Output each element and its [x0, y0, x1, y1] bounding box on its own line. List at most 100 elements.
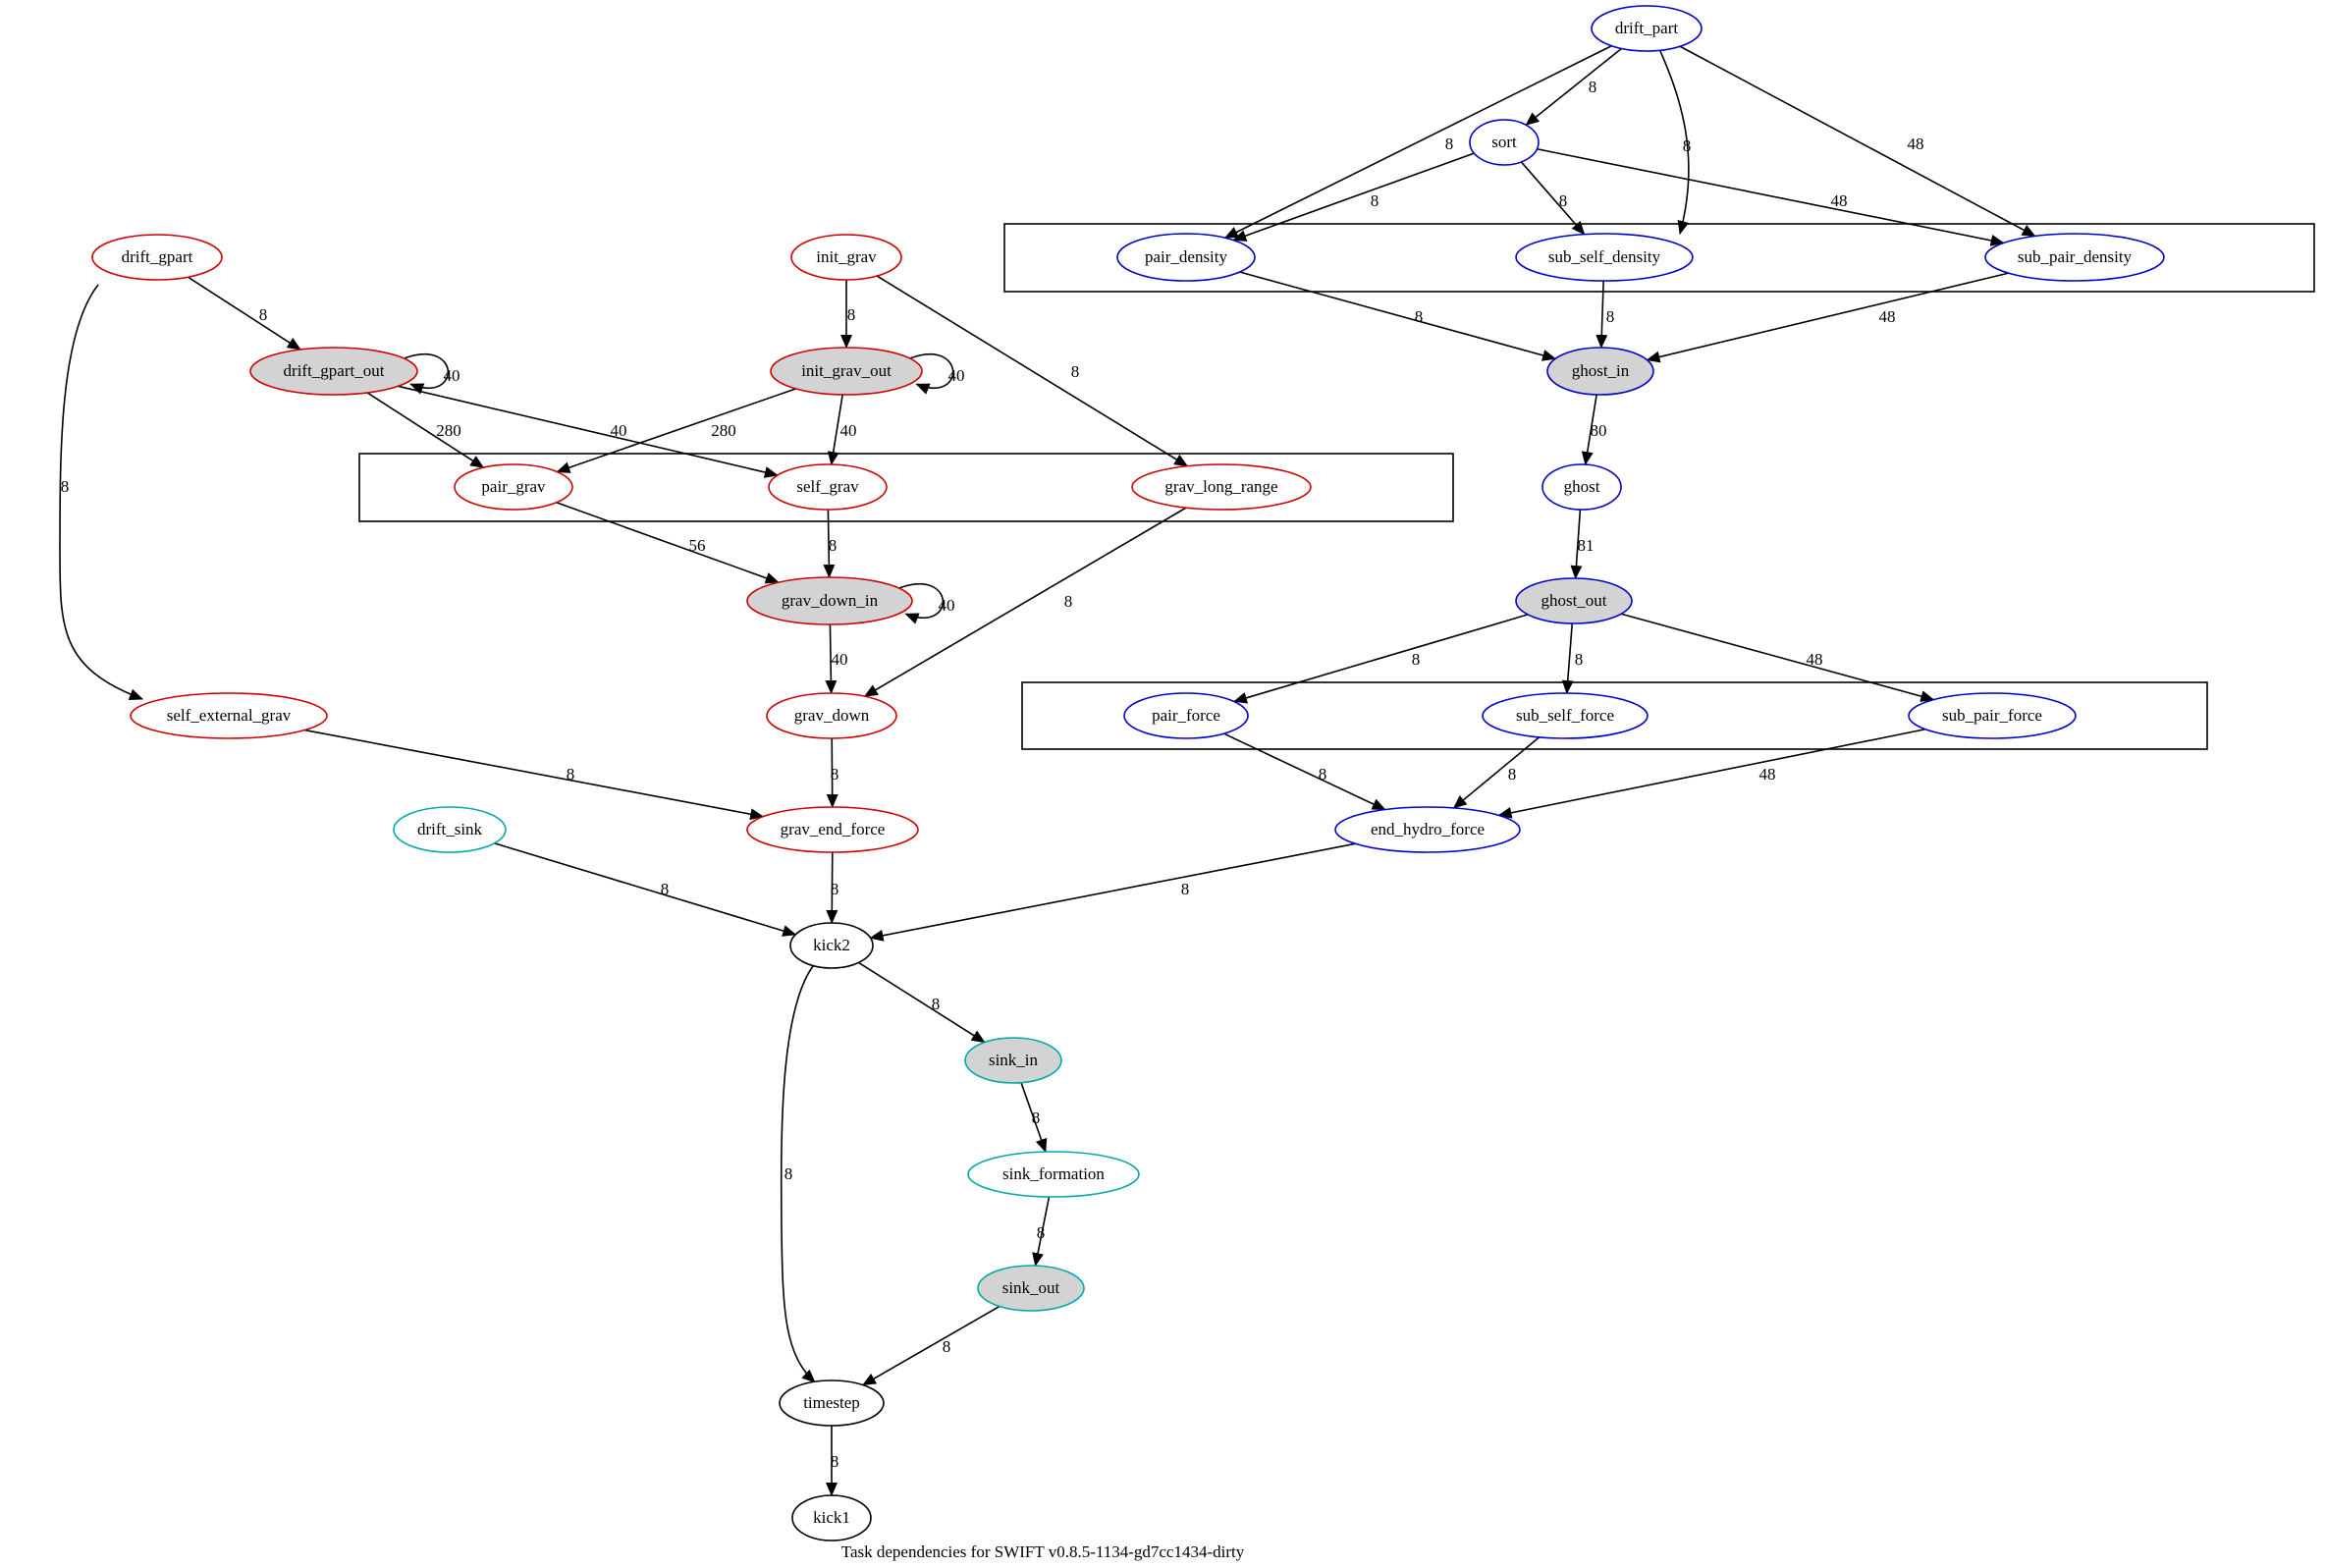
node-label: pair_grav — [481, 477, 546, 496]
edge-ghost-to-ghost_out: 81 — [1570, 509, 1595, 580]
node-drift-gpart: drift_gpart — [91, 234, 223, 281]
edge-label: 8 — [61, 477, 70, 496]
edge-label: 8 — [1445, 135, 1454, 153]
node-shape — [791, 1494, 872, 1541]
density-cluster-box — [1003, 223, 2315, 293]
node-label: init_grav — [816, 247, 877, 266]
edge-line — [1595, 280, 1608, 350]
edge-line — [1232, 152, 1475, 242]
node-label: self_grav — [796, 477, 859, 496]
edge-line — [910, 353, 954, 395]
edge-line — [404, 353, 450, 395]
edge-pair_grav-to-grav_down_in: 56 — [556, 501, 780, 584]
node-shape — [130, 692, 328, 739]
node-shape — [789, 922, 874, 969]
edge-line — [825, 623, 838, 694]
edge-line — [1223, 732, 1386, 811]
node-label: sub_pair_density — [2018, 247, 2133, 266]
edge-label: 8 — [1415, 307, 1424, 326]
edge-sort-to-sub_self_density: 8 — [1520, 161, 1586, 236]
node-self-external-grav: self_external_grav — [130, 692, 328, 739]
edge-label: 8 — [784, 1164, 793, 1183]
node-self-grav: self_grav — [768, 463, 888, 511]
edge-label: 8 — [259, 305, 268, 324]
edge-label: 8 — [1071, 362, 1080, 381]
edge-line — [556, 501, 780, 584]
node-label: init_grav_out — [801, 361, 892, 380]
edge-label: 8 — [1508, 765, 1517, 784]
node-shape — [779, 1379, 885, 1427]
edge-label: 40 — [948, 366, 965, 385]
node-sub-pair-force: sub_pair_force — [1908, 692, 2077, 739]
node-shape — [1334, 806, 1521, 853]
edge-line — [1232, 614, 1529, 704]
edge-drift_gpart_out-to-pair_grav: 280 — [366, 392, 485, 468]
edge-line — [1520, 161, 1586, 236]
node-grav-long-range: grav_long_range — [1131, 463, 1312, 511]
node-shape — [746, 576, 913, 625]
edge-grav_down_in-to-grav_down: 40 — [825, 623, 848, 694]
edge-init_grav_out-to-self_grav: 40 — [827, 394, 857, 466]
edge-ghost_in-to-ghost: 80 — [1581, 394, 1607, 466]
edge-line — [1646, 272, 2009, 363]
node-shape — [964, 1037, 1062, 1084]
node-pair-force: pair_force — [1123, 692, 1249, 739]
node-kick2: kick2 — [789, 922, 874, 969]
edge-line — [1537, 147, 2005, 246]
node-shape — [746, 806, 919, 853]
node-shape — [1515, 577, 1633, 624]
edge-init_grav_out-to-init_grav_out: 40 — [910, 353, 965, 395]
edge-line — [827, 394, 843, 466]
node-shape — [1131, 463, 1312, 511]
edge-line — [869, 842, 1356, 942]
edge-line — [826, 851, 838, 924]
node-sink-in: sink_in — [964, 1037, 1062, 1084]
node-grav-down: grav_down — [766, 692, 897, 739]
node-label: drift_gpart — [122, 247, 193, 266]
node-label: ghost_out — [1541, 591, 1606, 610]
edge-label: 48 — [1759, 765, 1776, 784]
edge-label: 8 — [1032, 1108, 1041, 1127]
node-shape — [1469, 119, 1540, 166]
edge-line — [823, 509, 836, 578]
edge-drift_gpart-to-drift_gpart_out: 8 — [187, 276, 301, 351]
node-shape — [1541, 463, 1622, 511]
node-label: grav_end_force — [781, 820, 886, 838]
node-end-hydro-force: end_hydro_force — [1334, 806, 1521, 853]
edge-label: 40 — [444, 366, 460, 385]
node-label: self_external_grav — [167, 706, 292, 725]
node-shape — [393, 806, 507, 853]
edge-label: 8 — [831, 880, 839, 898]
node-shape — [454, 463, 573, 511]
edge-line — [1239, 271, 1557, 361]
node-shape — [1591, 5, 1703, 52]
node-shape — [249, 347, 418, 396]
node-label: timestep — [803, 1393, 860, 1412]
edge-label: 40 — [840, 421, 857, 440]
node-label: ghost_in — [1572, 361, 1630, 380]
edge-line — [1659, 50, 1690, 235]
edge-line — [1020, 1082, 1048, 1154]
node-shape — [91, 234, 223, 281]
node-kick1: kick1 — [791, 1494, 872, 1541]
edge-label: 8 — [1559, 191, 1568, 210]
edge-line — [780, 965, 816, 1383]
node-shape — [1546, 347, 1654, 396]
node-pair-density: pair_density — [1116, 233, 1256, 282]
graph-caption: Task dependencies for SWIFT v0.8.5-1134-… — [841, 1542, 1245, 1561]
edge-line — [366, 392, 485, 468]
node-shape — [768, 463, 888, 511]
edge-drift_gpart_out-to-self_grav: 40 — [398, 385, 779, 478]
edge-kick2-to-sink_in: 8 — [858, 961, 986, 1044]
node-shape — [1123, 692, 1249, 739]
node-label: sub_self_force — [1516, 706, 1614, 725]
edge-sub_self_force-to-end_hydro_force: 8 — [1452, 736, 1541, 809]
force-cluster-box — [1021, 681, 2208, 750]
edge-label: 80 — [1591, 421, 1607, 440]
edge-label: 48 — [1807, 650, 1823, 669]
node-label: drift_gpart_out — [284, 361, 385, 380]
edge-drift_part-to-sub_pair_density: 48 — [1679, 45, 2036, 238]
node-drift-sink: drift_sink — [393, 806, 507, 853]
node-shape — [1515, 233, 1694, 282]
